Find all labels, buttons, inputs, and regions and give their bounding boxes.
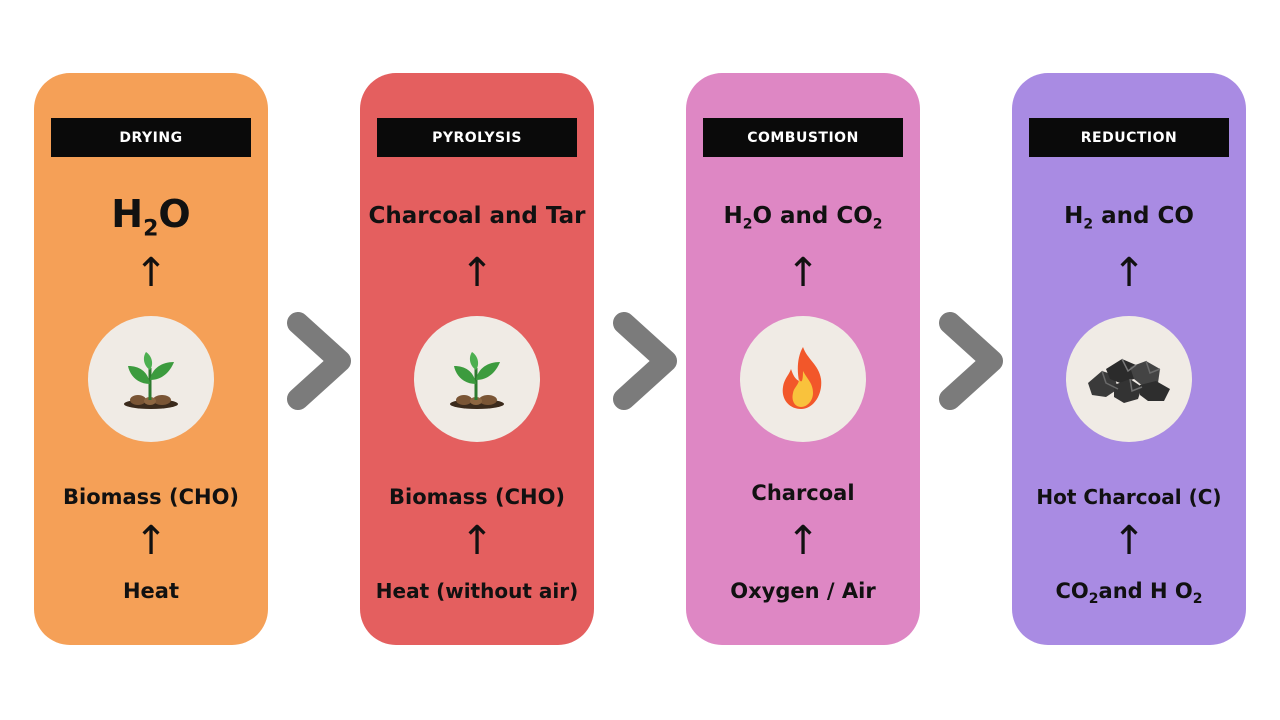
chevron-right-icon	[287, 312, 351, 410]
stage-input: Hot Charcoal (C)	[1036, 485, 1222, 509]
seedling-icon	[88, 316, 214, 442]
stage-header: REDUCTION	[1029, 118, 1229, 157]
stage-header: DRYING	[51, 118, 251, 157]
stage-input: Charcoal	[751, 481, 855, 505]
stage-source: Oxygen / Air	[730, 579, 876, 603]
charcoal-icon	[1066, 316, 1192, 442]
stage-pyrolysis: PYROLYSIS Charcoal and Tar ↑ Biomass (CH…	[360, 73, 594, 645]
stage-source: Heat	[122, 579, 180, 603]
up-arrow-icon: ↑	[786, 250, 820, 296]
up-arrow-icon: ↑	[134, 518, 168, 564]
stage-product: H2O and CO2	[723, 203, 883, 233]
stage-source: CO2and H O2	[1055, 579, 1203, 608]
up-arrow-icon: ↑	[1112, 250, 1146, 296]
stage-product: H2O	[111, 192, 191, 242]
stage-product: H2 and CO	[1064, 203, 1194, 233]
chevron-right-icon	[613, 312, 677, 410]
stage-header: PYROLYSIS	[377, 118, 577, 157]
up-arrow-icon: ↑	[460, 250, 494, 296]
up-arrow-icon: ↑	[1112, 518, 1146, 564]
seedling-icon	[414, 316, 540, 442]
stage-input: Biomass (CHO)	[388, 485, 566, 509]
up-arrow-icon: ↑	[460, 518, 494, 564]
up-arrow-icon: ↑	[134, 250, 168, 296]
stage-reduction: REDUCTION H2 and CO ↑ Hot Charcoal (C) ↑…	[1012, 73, 1246, 645]
stage-header: COMBUSTION	[703, 118, 903, 157]
stage-input: Biomass (CHO)	[62, 485, 240, 509]
flame-icon	[740, 316, 866, 442]
stage-product: Charcoal and Tar	[368, 203, 586, 229]
stage-combustion: COMBUSTION H2O and CO2 ↑ Charcoal ↑ Oxyg…	[686, 73, 920, 645]
up-arrow-icon: ↑	[786, 518, 820, 564]
stage-drying: DRYING H2O ↑ Biomass (CHO) ↑ Heat	[34, 73, 268, 645]
stage-source: Heat (without air)	[375, 579, 579, 603]
chevron-right-icon	[939, 312, 1003, 410]
